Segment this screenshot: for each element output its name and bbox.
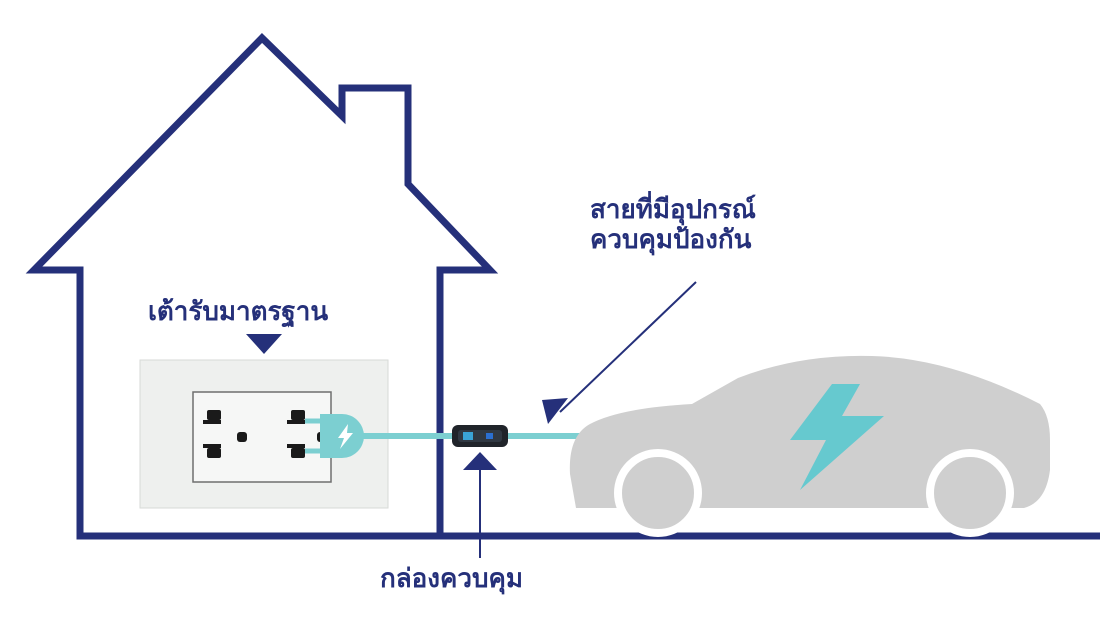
- lightning-bolt-icon: [790, 384, 884, 490]
- electric-car: [569, 355, 1050, 537]
- outlet-pointer-arrow: [246, 334, 282, 354]
- house-outline: [25, 33, 499, 540]
- left-socket-icon: [203, 410, 247, 458]
- cable-label: สายที่มีอุปกรณ์ ควบคุมป้องกัน: [590, 195, 756, 256]
- control-box-label: กล่องควบคุม: [380, 564, 524, 594]
- plug-bolt-icon: [338, 424, 353, 449]
- outlet-label: เต้ารับมาตรฐาน: [148, 297, 329, 327]
- front-wheel: [926, 449, 1014, 537]
- cable-label-line-2: ควบคุมป้องกัน: [590, 224, 752, 255]
- cable-pointer-arrow: [542, 281, 697, 424]
- cable-label-line-1: สายที่มีอุปกรณ์: [590, 195, 756, 225]
- control-box-device: [452, 425, 508, 447]
- control-box-pointer-arrow: [463, 452, 497, 558]
- rear-wheel: [614, 449, 702, 537]
